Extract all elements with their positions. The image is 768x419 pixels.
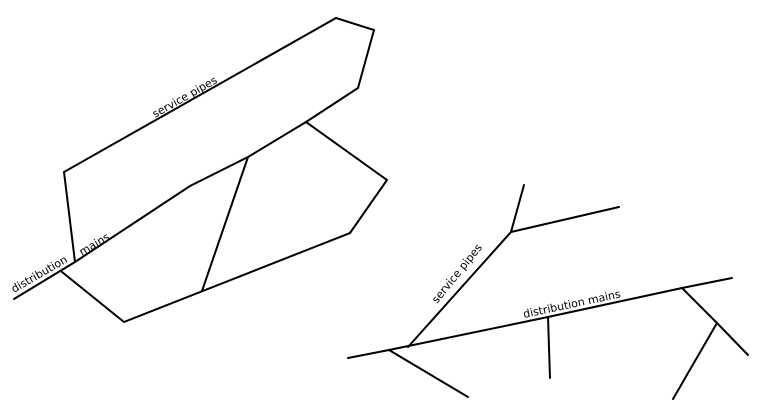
left-distribution-main [13,87,359,300]
right-branch-end [681,287,749,356]
left-label-mains: mains [77,230,112,258]
right-branch-vertical [547,316,551,379]
left-label-service-pipes: service pipes [150,74,220,121]
left-lower-loop [61,121,389,324]
left-service-loop [62,16,376,263]
right-branch-end-drop [672,322,718,400]
right-network: service pipes distribution mains [347,184,749,400]
right-service-branch [510,206,620,233]
left-cross-connector [201,156,249,292]
right-label-service-pipes: service pipes [429,241,485,306]
right-branch-lower-left [388,349,469,398]
left-label-distribution: distribution [9,253,70,296]
right-distribution-main [347,277,733,359]
left-network: distribution mains service pipes [9,16,389,324]
